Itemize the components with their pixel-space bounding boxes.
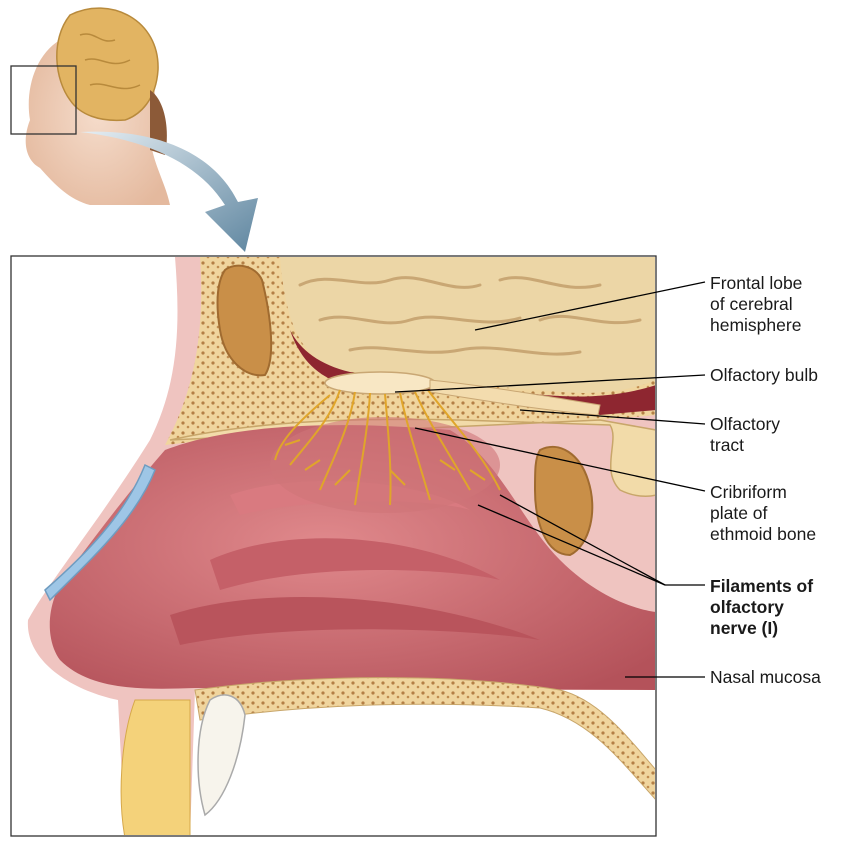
label-cribriform-plate: Cribriform plate of ethmoid bone: [710, 482, 816, 545]
label-olfactory-tract: Olfactory tract: [710, 414, 780, 456]
upper-lip: [121, 700, 190, 838]
olfactory-epithelium: [270, 417, 500, 513]
head-illustration: [11, 8, 170, 205]
label-nasal-mucosa: Nasal mucosa: [710, 667, 821, 688]
label-olfactory-filaments: Filaments of olfactory nerve (I): [710, 576, 813, 639]
label-frontal-lobe: Frontal lobe of cerebral hemisphere: [710, 273, 802, 336]
label-olfactory-bulb: Olfactory bulb: [710, 365, 818, 386]
small-brain: [57, 8, 158, 120]
